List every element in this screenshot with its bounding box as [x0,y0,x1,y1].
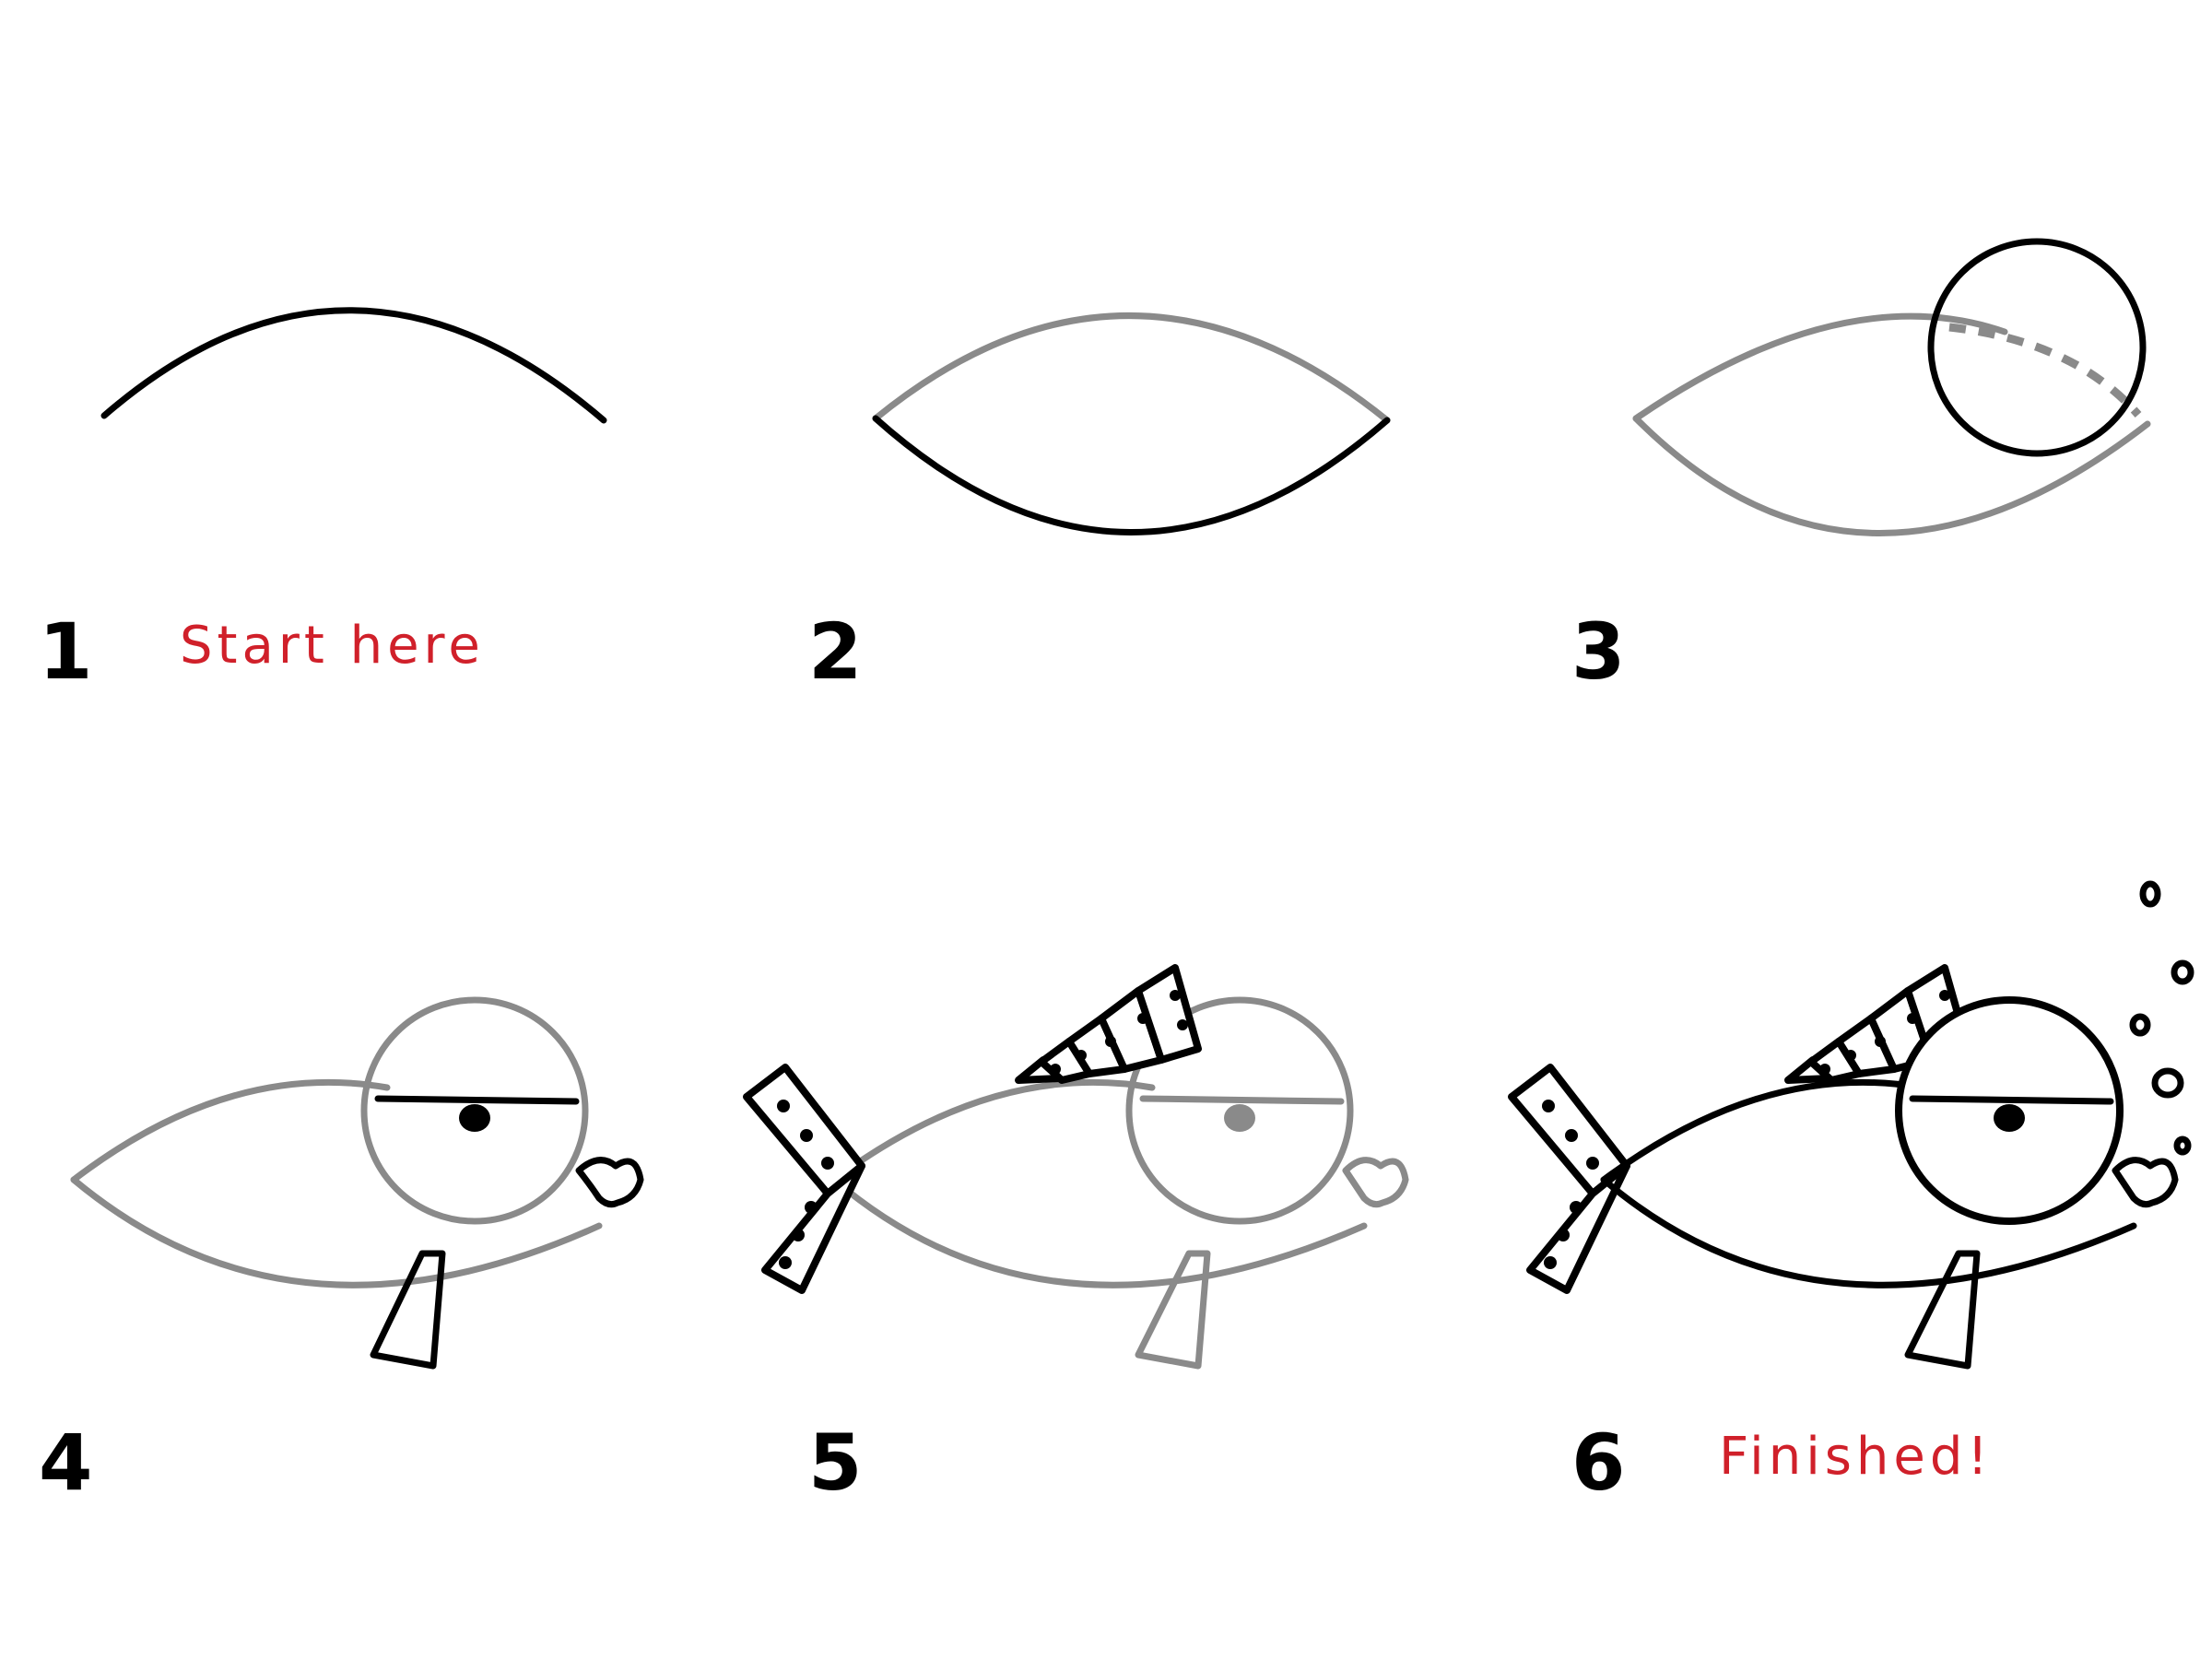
eye-circle [1125,996,1354,1225]
body-top-arc [830,1078,1156,1183]
step-5-drawing [743,964,1409,1370]
step-number-4: 4 [39,1418,93,1508]
step-number-6: 6 [1571,1418,1626,1508]
bottom-fin [1904,1250,1981,1370]
lips [575,1157,644,1208]
eyelid-line [1139,1095,1345,1105]
step-3-drawing [1632,238,2151,536]
lips [2112,1157,2179,1208]
bottom-fin [1135,1250,1211,1370]
eye-circle [1927,238,2147,457]
step-4-drawing [70,996,644,1370]
step-2-drawing [872,312,1391,535]
step-note-1: Start here [180,616,485,676]
eyelid-line [1909,1095,2114,1105]
pupil [459,1104,490,1132]
pupil [1224,1104,1255,1132]
step-number-5: 5 [808,1418,863,1508]
lips [1342,1157,1409,1208]
body-top-arc [872,312,1391,424]
step-number-2: 2 [808,606,863,697]
eyelid-line [374,1095,580,1105]
dorsal-fin [1015,964,1202,1084]
body-top-arc [1600,1078,1925,1183]
step-number-1: 1 [39,606,93,697]
pupil [1994,1104,2025,1132]
hidden-body-line [1948,323,2142,418]
step-note-6: Finished! [1719,1427,1993,1487]
bottom-fin [370,1250,446,1370]
body-top-arc [70,1078,391,1183]
step-1-drawing [100,307,607,424]
bubbles [2129,880,2194,1156]
tail-fin [743,1064,865,1294]
body-bottom-arc [1600,1176,2137,1288]
body-bottom-arc [830,1176,1368,1288]
body-bottom-arc [872,415,1391,535]
step-number-3: 3 [1571,606,1626,697]
body-top-arc [100,307,607,424]
body-bottom-arc [1632,415,2151,536]
body-top-arc [1632,312,2008,422]
step-6-drawing [1508,880,2194,1370]
body-bottom-arc [70,1176,603,1288]
tail-fin [1508,1064,1630,1294]
eye-circle [360,996,589,1225]
